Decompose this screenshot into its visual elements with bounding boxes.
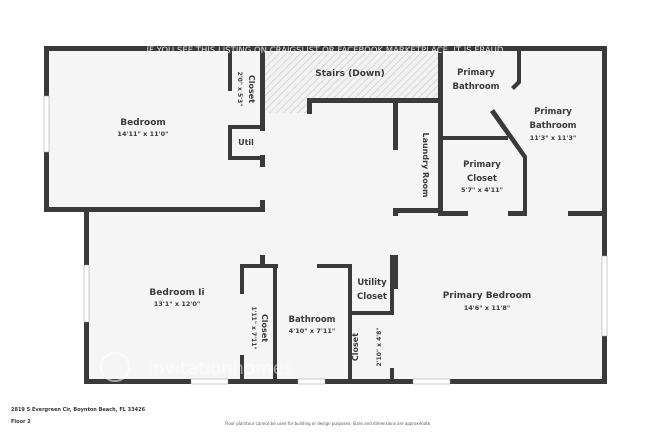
- room-dims-closet-1: 2'0" x 5'3": [236, 72, 243, 107]
- room-label-primary-bathroom-1: Primary: [534, 107, 572, 117]
- room-dims-closet-3: 2'10" x 4'8": [376, 328, 383, 367]
- room-label-closet-2: Closet: [260, 314, 269, 342]
- room-label-primary-bathroom-small-1: Primary: [457, 68, 495, 78]
- room-label-bedroom-ii: Bedroom Ii: [149, 288, 204, 298]
- room-dims-bathroom: 4'10" x 7'11": [289, 327, 336, 335]
- windows: [43, 95, 608, 385]
- floor-label: Floor 2: [11, 419, 31, 425]
- disclaimer: Floor plan/tour cannot be used for build…: [225, 421, 432, 426]
- room-labels: Bedroom 14'11" x 11'0" Closet 2'0" x 5'3…: [117, 68, 576, 366]
- room-label-bathroom: Bathroom: [288, 315, 335, 325]
- room-label-laundry: Laundry Room: [421, 132, 430, 197]
- room-dims-primary-bathroom: 11'3" x 11'3": [530, 134, 577, 142]
- room-label-primary-closet-1: Primary: [463, 160, 501, 170]
- brand-watermark: invitationhomes: [100, 352, 293, 382]
- brand-watermark-text: invitationhomes: [148, 358, 293, 379]
- room-label-utility-closet-2: Closet: [357, 292, 387, 302]
- room-label-primary-bathroom-small-2: Bathroom: [452, 82, 499, 92]
- room-label-stairs: Stairs (Down): [315, 69, 384, 79]
- room-label-closet-3: Closet: [351, 333, 360, 361]
- room-label-closet-1: Closet: [247, 75, 256, 103]
- walls: [44, 46, 607, 384]
- room-dims-closet-2: 1'11" x 7'11": [250, 306, 257, 349]
- room-label-util: Util: [238, 138, 254, 147]
- room-label-bedroom: Bedroom: [120, 118, 166, 128]
- room-dims-bedroom: 14'11" x 11'0": [117, 130, 168, 138]
- room-label-primary-closet-2: Closet: [467, 174, 497, 184]
- room-dims-primary-bedroom: 14'6" x 11'8": [464, 304, 511, 312]
- property-address: 2819 S Evergreen Cir, Boynton Beach, FL …: [11, 407, 146, 413]
- room-dims-primary-closet: 5'7" x 4'11": [461, 186, 503, 194]
- fraud-warning-watermark: IF YOU SEE THIS LISTING ON CRAIGSLIST OR…: [147, 46, 504, 56]
- room-label-primary-bathroom-2: Bathroom: [529, 121, 576, 131]
- room-label-primary-bedroom: Primary Bedroom: [443, 291, 532, 301]
- brand-logo-icon: [100, 352, 130, 382]
- stairs-area: [264, 52, 438, 113]
- room-label-utility-closet-1: Utility: [357, 278, 387, 288]
- room-dims-bedroom-ii: 13'1" x 12'0": [154, 300, 201, 308]
